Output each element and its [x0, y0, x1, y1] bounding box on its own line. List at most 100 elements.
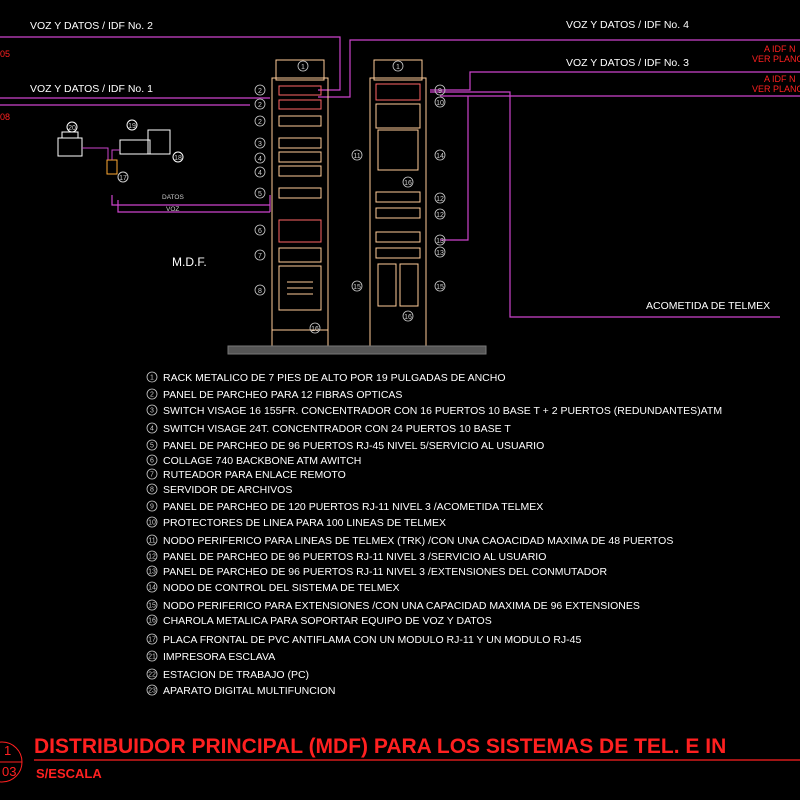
label-voz: VOZ	[166, 206, 179, 213]
legend-text: SWITCH VISAGE 24T. CONCENTRADOR CON 24 P…	[163, 423, 511, 435]
legend-text: IMPRESORA ESCLAVA	[163, 651, 275, 663]
legend-number: 2	[150, 392, 154, 399]
label-ver-plano-3: VER PLANO	[752, 84, 800, 94]
label-a-idf-3: A IDF N	[764, 74, 796, 84]
label-idf2: VOZ Y DATOS / IDF No. 2	[30, 20, 153, 32]
legend-item: 1 RACK METALICO DE 7 PIES DE ALTO POR 19 …	[146, 371, 506, 384]
legend-bullet	[146, 404, 158, 416]
legend-number: 14	[148, 585, 156, 592]
sheet-total: 03	[2, 764, 16, 779]
svg-text:4: 4	[258, 170, 262, 177]
legend-text: SWITCH VISAGE 16 155FR. CONCENTRADOR CON…	[163, 405, 722, 417]
legend-bullet	[146, 599, 158, 611]
legend-text: NODO DE CONTROL DEL SISTEMA DE TELMEX	[163, 582, 400, 594]
legend-text: COLLAGE 740 BACKBONE ATM AWITCH	[163, 455, 361, 467]
legend-bullet	[146, 668, 158, 680]
legend-item: 14 NODO DE CONTROL DEL SISTEMA DE TELMEX	[146, 581, 400, 594]
svg-text:6: 6	[258, 228, 262, 235]
legend-text: PANEL DE PARCHEO DE 96 PUERTOS RJ-45 NIV…	[163, 440, 544, 452]
legend-number: 12	[148, 554, 156, 561]
legend-bullet	[146, 581, 158, 593]
legend-bullet	[146, 500, 158, 512]
svg-text:9: 9	[438, 88, 442, 95]
device-cables	[82, 147, 120, 160]
legend-bullet	[146, 550, 158, 562]
svg-text:3: 3	[258, 141, 262, 148]
sheet-number: 1	[4, 743, 11, 758]
legend-bullet	[146, 684, 158, 696]
legend-bullet	[146, 534, 158, 546]
drawing-title: DISTRIBUIDOR PRINCIPAL (MDF) PARA LOS SI…	[34, 735, 726, 758]
svg-text:12: 12	[436, 196, 444, 203]
legend-number: 10	[148, 520, 156, 527]
label-datos: DATOS	[162, 194, 184, 201]
legend-number: 6	[150, 458, 154, 465]
legend-number: 8	[150, 487, 154, 494]
legend: 1 RACK METALICO DE 7 PIES DE ALTO POR 19 …	[146, 371, 722, 697]
legend-number: 1	[150, 375, 154, 382]
svg-text:4: 4	[258, 156, 262, 163]
legend-number: 22	[148, 672, 156, 679]
svg-text:20: 20	[68, 125, 76, 132]
svg-text:16: 16	[404, 314, 412, 321]
legend-item: 8 SERVIDOR DE ARCHIVOS	[146, 483, 292, 496]
svg-text:12: 12	[436, 212, 444, 219]
legend-number: 16	[148, 618, 156, 625]
legend-text: PANEL DE PARCHEO DE 96 PUERTOS RJ-11 NIV…	[163, 551, 546, 563]
legend-bullet	[146, 614, 158, 626]
svg-text:2: 2	[258, 102, 262, 109]
legend-text: RACK METALICO DE 7 PIES DE ALTO POR 19 P…	[163, 372, 506, 384]
svg-text:19: 19	[128, 123, 136, 130]
svg-text:17: 17	[119, 175, 127, 182]
legend-number: 17	[148, 637, 156, 644]
legend-number: 5	[150, 443, 154, 450]
legend-number: 9	[150, 504, 154, 511]
legend-text: ESTACION DE TRABAJO (PC)	[163, 669, 309, 681]
legend-text: SERVIDOR DE ARCHIVOS	[163, 484, 292, 496]
legend-bullet	[146, 516, 158, 528]
floor-base	[227, 345, 487, 355]
legend-bullet	[146, 454, 158, 466]
callout-numbers: 1 2 2 2 3 4 4 5 6 7 8 16 1 9 10 11 14 16…	[258, 64, 444, 333]
legend-text: APARATO DIGITAL MULTIFUNCION	[163, 685, 336, 697]
cable-lines	[0, 36, 800, 318]
legend-item: 3 SWITCH VISAGE 16 155FR. CONCENTRADOR CO…	[146, 404, 722, 417]
svg-text:7: 7	[258, 253, 262, 260]
label-a-idf-4: A IDF N	[764, 44, 796, 54]
label-left-08: 08	[0, 112, 10, 122]
legend-bullet	[146, 565, 158, 577]
legend-number: 11	[148, 538, 155, 545]
label-left-05: 05	[0, 49, 10, 59]
svg-text:14: 14	[436, 153, 444, 160]
svg-text:1: 1	[396, 64, 400, 71]
legend-item: 5 PANEL DE PARCHEO DE 96 PUERTOS RJ-45 NI…	[146, 439, 544, 452]
svg-text:16: 16	[311, 326, 319, 333]
legend-number: 3	[150, 408, 154, 415]
label-idf3: VOZ Y DATOS / IDF No. 3	[566, 57, 689, 69]
rack-right	[369, 59, 427, 349]
legend-number: 7	[150, 472, 154, 479]
svg-text:10: 10	[436, 100, 444, 107]
legend-text: PANEL DE PARCHEO DE 96 PUERTOS RJ-11 NIV…	[163, 566, 607, 578]
telephone-icon	[57, 121, 83, 157]
svg-text:13: 13	[436, 238, 444, 245]
callouts-left	[254, 60, 321, 334]
label-acometida: ACOMETIDA DE TELMEX	[646, 300, 770, 312]
title-block: 1 03 DISTRIBUIDOR PRINCIPAL (MDF) PARA L…	[0, 735, 800, 783]
legend-bullet	[146, 483, 158, 495]
svg-text:15: 15	[436, 284, 444, 291]
svg-text:18: 18	[174, 155, 182, 162]
svg-text:13: 13	[436, 250, 444, 257]
svg-text:2: 2	[258, 119, 262, 126]
